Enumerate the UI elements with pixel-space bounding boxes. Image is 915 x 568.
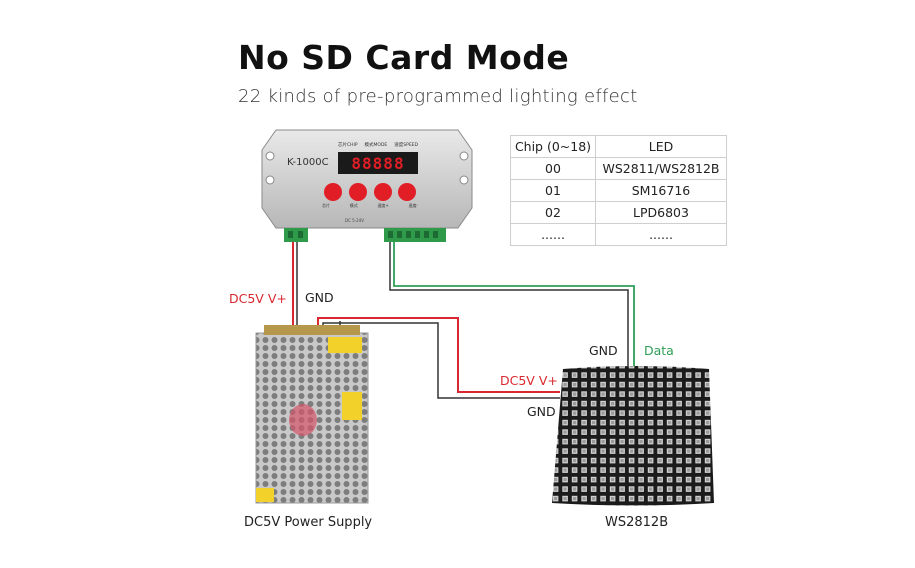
table-header-chip: Chip (0~18) [510,135,596,158]
button-label-chip: 芯片 [322,203,330,208]
top-label-speed: 速度SPEED [394,143,418,148]
panel-data-label: Data [644,343,674,358]
top-label-mode: 模式MODE [364,143,388,148]
top-label-chip: 芯片CHIP [338,143,358,148]
table-cell-chip: 00 [510,157,596,180]
table-row: 02 LPD6803 [510,201,727,224]
table-cell-led: ...... [595,223,727,246]
led-panel [552,366,714,506]
panel-vplus-label: DC5V V+ [500,373,558,388]
page-subtitle: 22 kinds of pre-programmed lighting effe… [238,86,638,107]
table-header-led: LED [595,135,727,158]
table-row: ...... ...... [510,223,727,246]
power-supply-caption: DC5V Power Supply [244,515,373,530]
power-supply [255,325,369,504]
controller-device [261,129,473,242]
table-cell-chip: 01 [510,179,596,202]
table-header-row: Chip (0~18) LED [510,135,727,158]
table-cell-chip: ...... [510,223,596,246]
button-label-mode: 模式 [349,203,358,208]
button-label-speed-down: 速度- [408,203,418,208]
controller-power-wires [292,240,298,326]
controller-display: 88888 [351,153,405,173]
chip-table: Chip (0~18) LED 00 WS2811/WS2812B 01 SM1… [510,135,727,246]
table-row: 01 SM16716 [510,179,727,202]
table-cell-led: WS2811/WS2812B [595,157,727,180]
panel-gnd-label-bottom: GND [527,404,556,419]
page-title: No SD Card Mode [238,38,570,77]
controller-vplus-label: DC5V V+ [229,291,287,306]
controller-button-labels: 芯片 模式 速度+ 速度- [322,203,418,209]
panel-gnd-label-top: GND [589,343,618,358]
table-row: 00 WS2811/WS2812B [510,157,727,180]
controller-top-labels: 芯片CHIP 模式MODE 速度SPEED [338,142,418,148]
controller-panel-wires [389,240,635,366]
controller-model: K-1000C [287,157,329,168]
table-cell-led: LPD6803 [595,201,727,224]
table-cell-chip: 02 [510,201,596,224]
controller-gnd-label: GND [305,290,334,305]
table-cell-led: SM16716 [595,179,727,202]
button-label-speed-up: 速度+ [377,203,389,208]
led-panel-caption: WS2812B [605,515,669,530]
controller-voltage-label: DC 5-24V [345,218,364,223]
